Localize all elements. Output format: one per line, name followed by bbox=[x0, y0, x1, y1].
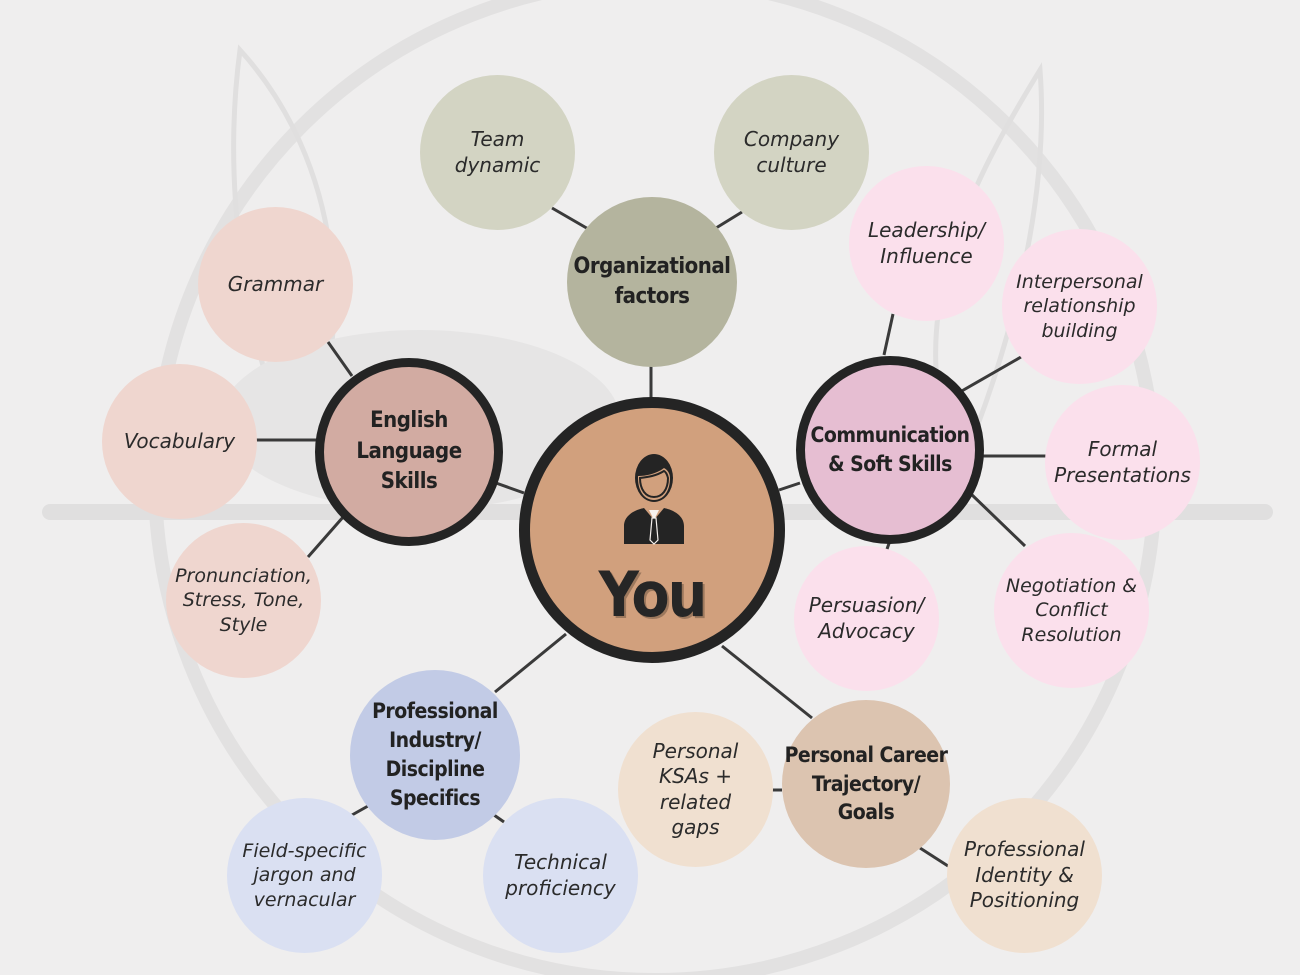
hub-professional-industry: Professional Industry/ Discipline Specif… bbox=[350, 670, 520, 840]
leaf-interpersonal-relationship: Interpersonal relationship building bbox=[1002, 229, 1157, 384]
hub-english-language-skills: English Language Skills bbox=[315, 358, 503, 546]
connector-comm-leadership bbox=[882, 313, 895, 356]
connector-org-culture bbox=[715, 210, 743, 230]
connector-prof-technical bbox=[493, 813, 505, 824]
leaf-persuasion-advocacy: Persuasion/ Advocacy bbox=[794, 546, 939, 691]
hub-organizational-factors: Organizational factors bbox=[567, 197, 737, 367]
connector-comm-negotiation bbox=[968, 491, 1027, 548]
leaf-pronunciation: Pronunciation, Stress, Tone, Style bbox=[166, 523, 321, 678]
connector-org-team bbox=[551, 206, 591, 232]
connector-english-pronunciation bbox=[306, 515, 346, 558]
leaf-field-specific-jargon: Field-specific jargon and vernacular bbox=[227, 798, 382, 953]
leaf-personal-ksas: Personal KSAs + related gaps bbox=[618, 712, 773, 867]
connector-center-english bbox=[495, 481, 525, 495]
leaf-team-dynamic: Team dynamic bbox=[420, 75, 575, 230]
leaf-technical-proficiency: Technical proficiency bbox=[483, 798, 638, 953]
businessman-icon bbox=[624, 454, 684, 545]
leaf-leadership-influence: Leadership/ Influence bbox=[849, 166, 1004, 321]
connector-english-grammar bbox=[326, 341, 354, 377]
hub-personal-career-trajectory: Personal Career Trajectory/ Goals bbox=[782, 700, 950, 868]
leaf-professional-identity: Professional Identity & Positioning bbox=[947, 798, 1102, 953]
leaf-grammar: Grammar bbox=[198, 207, 353, 362]
connector-center-communication bbox=[778, 481, 801, 492]
connector-prof-field bbox=[351, 804, 369, 817]
connector-career-identity bbox=[919, 846, 949, 868]
connector-center-career bbox=[721, 644, 813, 720]
connector-center-professional bbox=[494, 632, 567, 694]
hub-communication-soft-skills: Communication & Soft Skills bbox=[796, 356, 984, 544]
leaf-negotiation-conflict: Negotiation & Conflict Resolution bbox=[994, 533, 1149, 688]
center-you-node: You bbox=[519, 397, 785, 663]
center-label: You bbox=[598, 558, 708, 631]
connector-comm-interpersonal bbox=[959, 355, 1022, 394]
leaf-formal-presentations: Formal Presentations bbox=[1045, 385, 1200, 540]
leaf-company-culture: Company culture bbox=[714, 75, 869, 230]
leaf-vocabulary: Vocabulary bbox=[102, 364, 257, 519]
